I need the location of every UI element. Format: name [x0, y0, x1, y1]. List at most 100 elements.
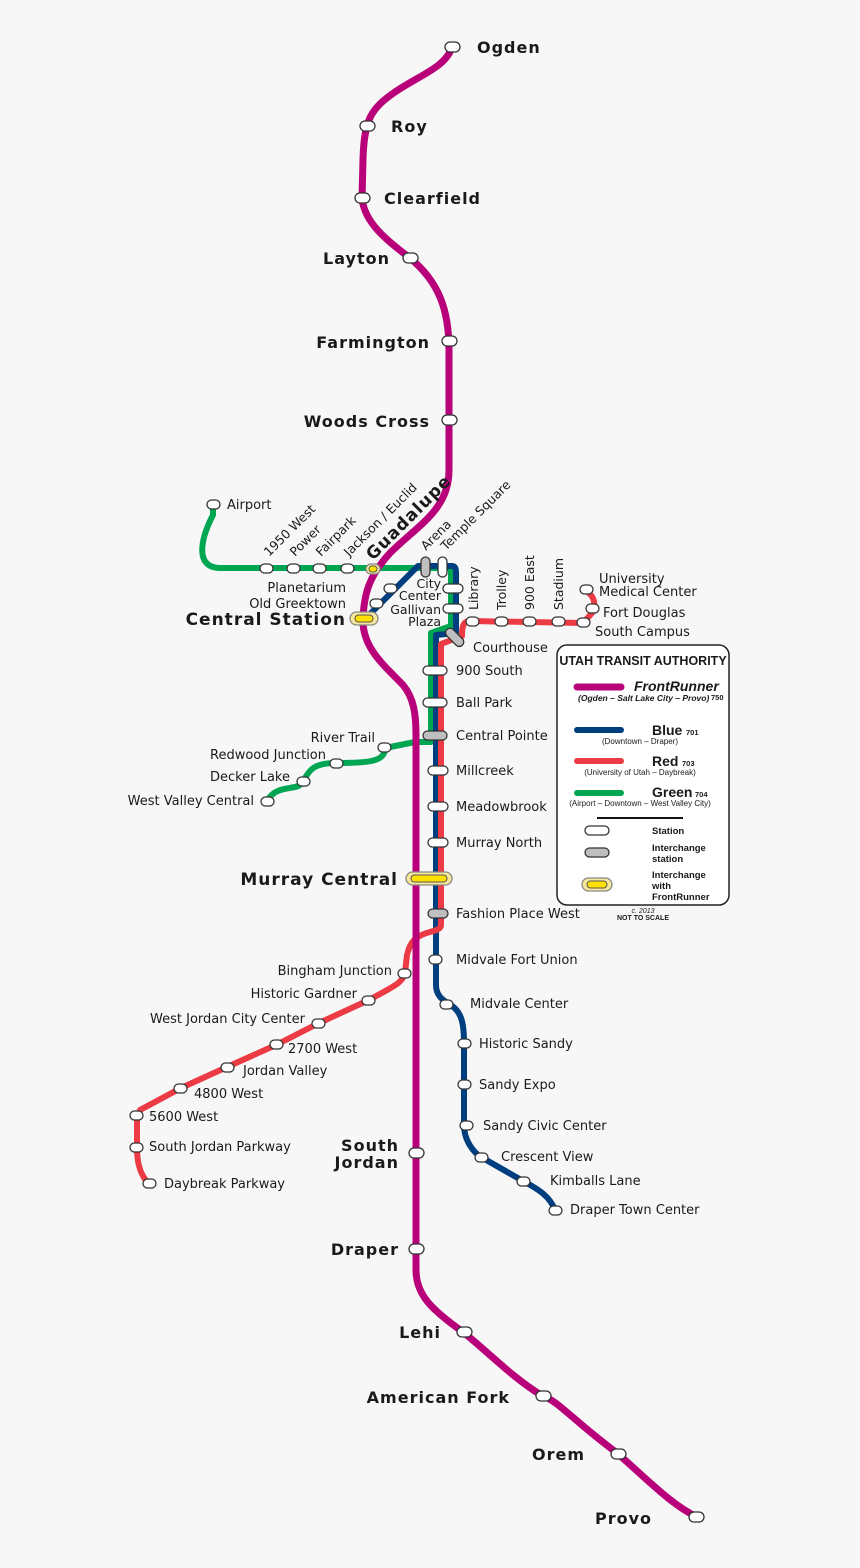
- station-marker[interactable]: [206, 499, 221, 510]
- station-marker[interactable]: [377, 742, 392, 753]
- station-marker[interactable]: [296, 776, 311, 787]
- station-marker[interactable]: [269, 1039, 284, 1050]
- station-label[interactable]: Fashion Place West: [456, 907, 580, 922]
- station-marker[interactable]: [427, 765, 449, 776]
- station-label[interactable]: University: [599, 572, 665, 587]
- station-marker[interactable]: [260, 796, 275, 807]
- station-marker[interactable]: [441, 335, 458, 347]
- station-label[interactable]: Sandy Civic Center: [483, 1119, 607, 1134]
- station-label[interactable]: 5600 West: [149, 1110, 218, 1125]
- station-label[interactable]: 2700 West: [288, 1042, 357, 1057]
- station-label[interactable]: Midvale Center: [470, 997, 569, 1012]
- station-marker[interactable]: [369, 598, 384, 609]
- station-marker[interactable]: [422, 730, 448, 741]
- station-marker[interactable]: [441, 414, 458, 426]
- station-label[interactable]: Ogden: [477, 38, 541, 57]
- station-label[interactable]: Meadowbrook: [456, 800, 547, 815]
- station-label[interactable]: Ball Park: [456, 696, 513, 711]
- station-marker[interactable]: [129, 1142, 144, 1153]
- station-label[interactable]: South Campus: [595, 625, 690, 640]
- station-label[interactable]: Orem: [532, 1445, 585, 1464]
- station-label[interactable]: Draper Town Center: [570, 1203, 700, 1218]
- station-label[interactable]: Medical Center: [599, 585, 697, 600]
- station-marker[interactable]: [457, 1079, 472, 1090]
- station-label[interactable]: Planetarium: [267, 581, 346, 596]
- station-marker[interactable]: [442, 583, 464, 594]
- station-label[interactable]: Jordan: [334, 1153, 399, 1172]
- station-marker[interactable]: [456, 1326, 473, 1338]
- station-marker[interactable]: [610, 1448, 627, 1460]
- station-label[interactable]: City: [417, 576, 442, 591]
- station-marker[interactable]: [688, 1511, 705, 1523]
- station-label[interactable]: Millcreek: [456, 764, 514, 779]
- station-marker[interactable]: [408, 1147, 425, 1159]
- station-label[interactable]: 900 East: [522, 555, 537, 610]
- station-marker[interactable]: [286, 563, 301, 574]
- station-label[interactable]: Library: [466, 566, 481, 610]
- station-label[interactable]: Central Pointe: [456, 729, 548, 744]
- station-label[interactable]: Roy: [391, 117, 428, 136]
- station-label[interactable]: Layton: [323, 249, 390, 268]
- station-label[interactable]: Old Greektown: [249, 597, 346, 612]
- station-label[interactable]: Plaza: [408, 614, 441, 629]
- station-label[interactable]: Midvale Fort Union: [456, 953, 578, 968]
- station-marker[interactable]: [548, 1205, 563, 1216]
- station-marker[interactable]: [359, 120, 376, 132]
- station-label[interactable]: Redwood Junction: [210, 748, 326, 763]
- station-label[interactable]: Historic Sandy: [479, 1037, 573, 1052]
- station-label[interactable]: Draper: [331, 1240, 399, 1259]
- station-marker[interactable]: [408, 1243, 425, 1255]
- station-label[interactable]: Clearfield: [384, 189, 481, 208]
- station-marker[interactable]: [402, 252, 419, 264]
- station-label[interactable]: West Valley Central: [128, 794, 254, 809]
- station-marker[interactable]: [437, 556, 448, 578]
- station-marker[interactable]: [129, 1110, 144, 1121]
- station-marker[interactable]: [465, 616, 480, 627]
- station-marker[interactable]: [494, 616, 509, 627]
- station-label[interactable]: American Fork: [367, 1388, 510, 1407]
- station-label[interactable]: Historic Gardner: [251, 987, 358, 1002]
- station-label[interactable]: Farmington: [316, 333, 430, 352]
- station-label[interactable]: 4800 West: [194, 1087, 263, 1102]
- station-marker[interactable]: [383, 583, 398, 594]
- station-marker[interactable]: [422, 697, 448, 708]
- station-marker[interactable]: [427, 801, 449, 812]
- station-marker[interactable]: [457, 1038, 472, 1049]
- station-marker[interactable]: [361, 995, 376, 1006]
- station-label[interactable]: Decker Lake: [210, 770, 290, 785]
- station-marker[interactable]: [428, 954, 443, 965]
- station-label[interactable]: Daybreak Parkway: [164, 1177, 285, 1192]
- station-marker[interactable]: [474, 1152, 489, 1163]
- station-label[interactable]: Crescent View: [501, 1150, 594, 1165]
- station-label[interactable]: South Jordan Parkway: [149, 1140, 291, 1155]
- station-marker[interactable]: [576, 617, 591, 628]
- station-label[interactable]: Murray Central: [240, 870, 398, 890]
- station-label[interactable]: Bingham Junction: [278, 964, 392, 979]
- station-label[interactable]: Lehi: [399, 1323, 441, 1342]
- station-label[interactable]: Central Station: [186, 610, 346, 630]
- station-label[interactable]: Kimballs Lane: [550, 1174, 641, 1189]
- station-marker[interactable]: [444, 626, 466, 648]
- station-marker[interactable]: [173, 1083, 188, 1094]
- station-label[interactable]: Murray North: [456, 836, 542, 851]
- station-marker[interactable]: [420, 556, 431, 578]
- station-marker[interactable]: [522, 616, 537, 627]
- station-label[interactable]: Provo: [595, 1509, 652, 1528]
- station-label[interactable]: Airport: [227, 498, 272, 513]
- station-marker[interactable]: [516, 1176, 531, 1187]
- station-marker[interactable]: [551, 616, 566, 627]
- station-marker[interactable]: [585, 603, 600, 614]
- station-marker[interactable]: [259, 563, 274, 574]
- station-marker[interactable]: [444, 41, 461, 53]
- station-marker[interactable]: [220, 1062, 235, 1073]
- station-marker[interactable]: [142, 1178, 157, 1189]
- station-marker[interactable]: [427, 908, 449, 919]
- station-marker[interactable]: [442, 603, 464, 614]
- station-label[interactable]: Woods Cross: [304, 412, 430, 431]
- station-label[interactable]: Jordan Valley: [242, 1064, 328, 1079]
- station-label[interactable]: Fort Douglas: [603, 606, 686, 621]
- station-marker[interactable]: [312, 563, 327, 574]
- station-label[interactable]: Gallivan: [390, 602, 441, 617]
- station-label[interactable]: Trolley: [494, 569, 509, 611]
- station-label[interactable]: 900 South: [456, 664, 523, 679]
